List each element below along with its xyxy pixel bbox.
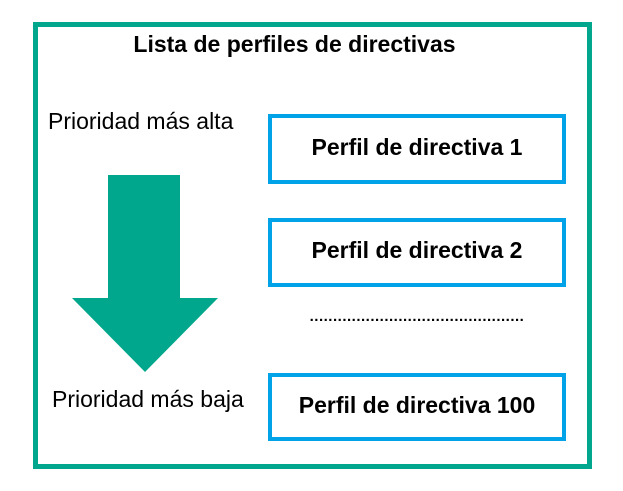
profile-box-100: Perfil de directiva 100 [268,373,566,441]
profile-box-2: Perfil de directiva 2 [268,218,566,287]
ellipsis-dots: ........................................… [309,308,525,325]
diagram-title: Lista de perfiles de directivas [133,31,456,57]
profile-box-100-label: Perfil de directiva 100 [298,391,536,418]
priority-high-label: Prioridad más alta [48,108,234,134]
priority-low-label: Prioridad más baja [52,386,244,412]
profile-box-1: Perfil de directiva 1 [268,114,566,184]
diagram-frame [33,22,592,469]
profile-box-2-label: Perfil de directiva 2 [311,237,523,263]
profile-box-1-label: Perfil de directiva 1 [311,133,523,160]
